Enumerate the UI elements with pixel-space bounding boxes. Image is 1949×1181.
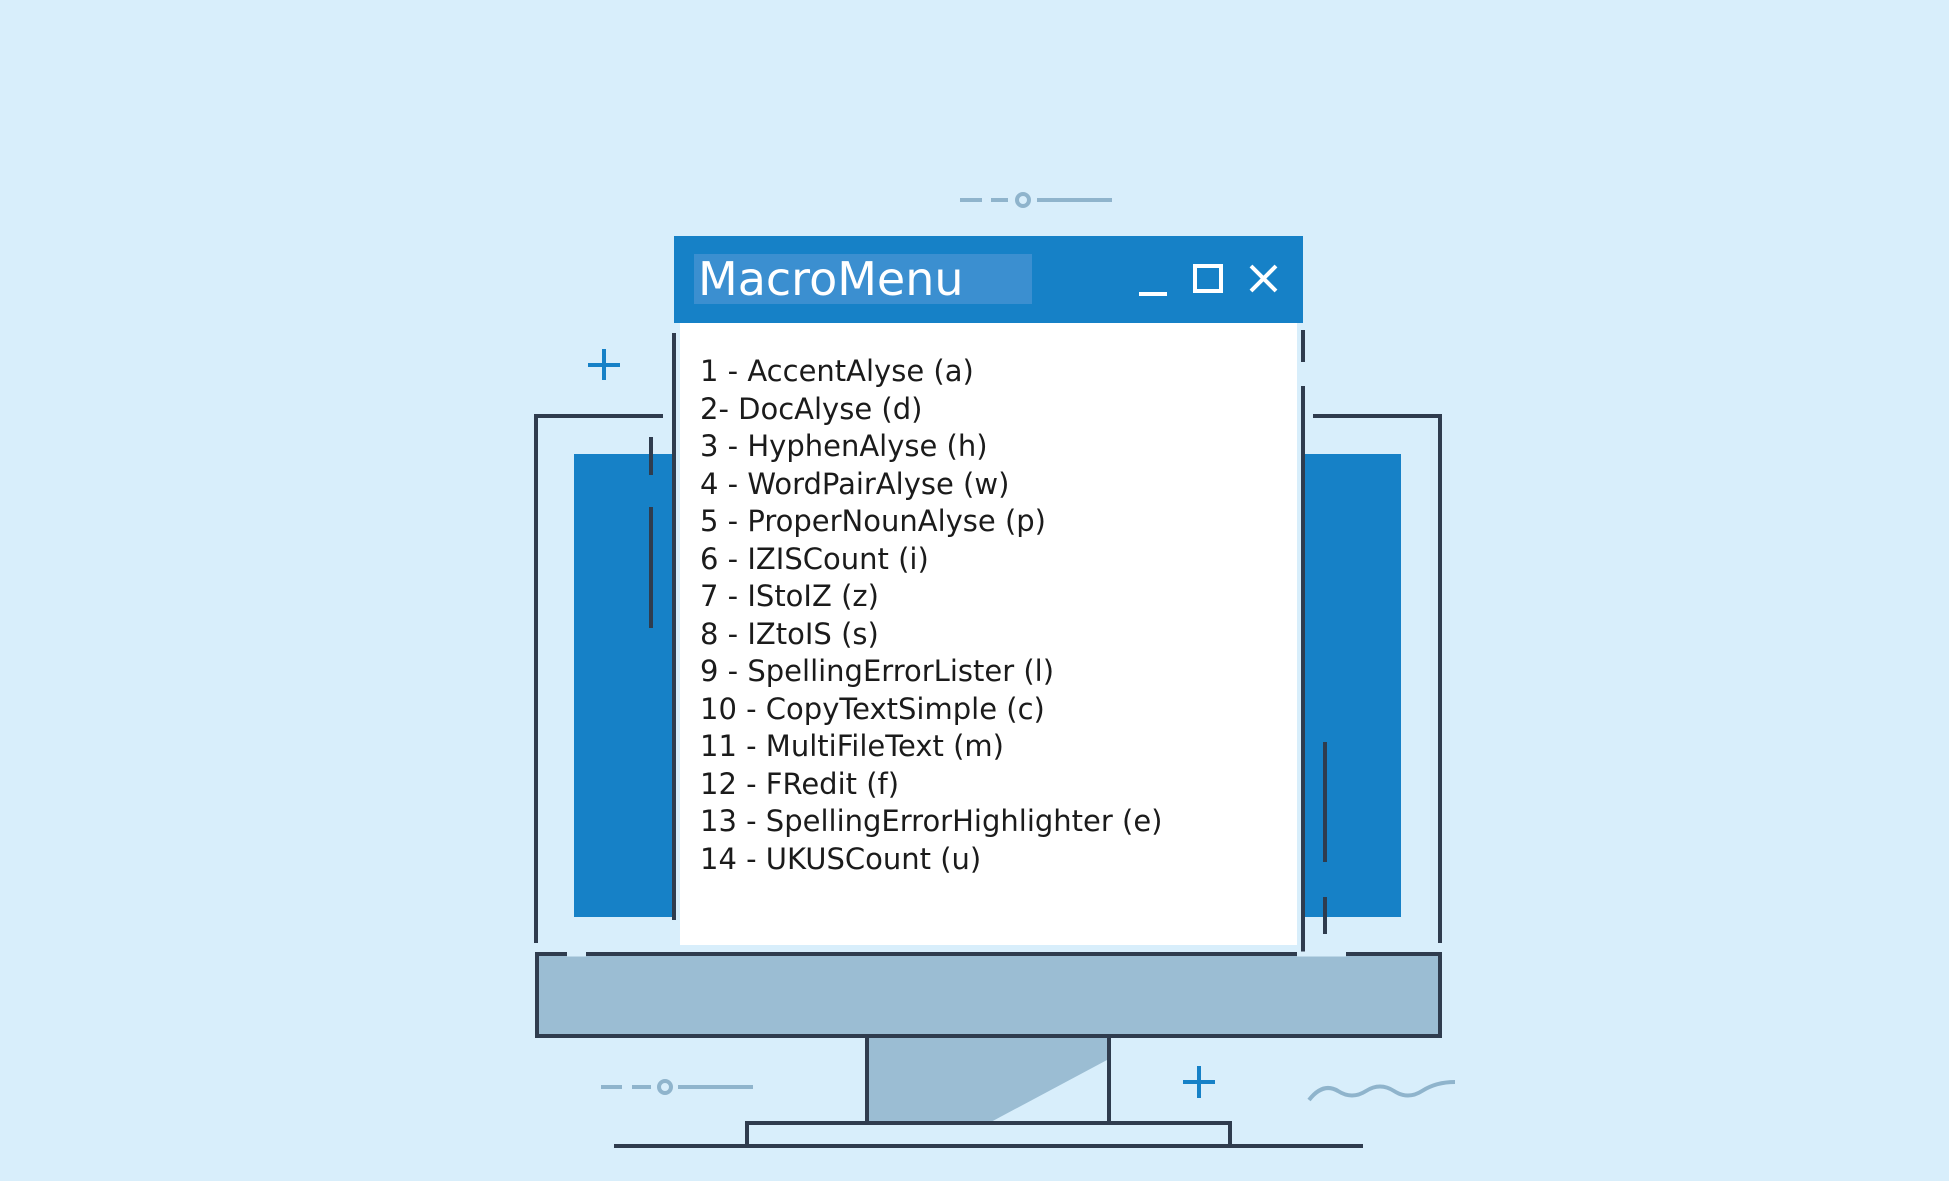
menu-item[interactable]: 1 - AccentAlyse (a) — [700, 354, 974, 388]
minimize-button[interactable] — [1131, 256, 1179, 304]
minimize-icon — [1139, 292, 1167, 296]
close-button[interactable] — [1242, 256, 1290, 304]
macro-list: 1 - AccentAlyse (a) 2- DocAlyse (d) 3 - … — [700, 353, 1163, 878]
menu-item[interactable]: 5 - ProperNounAlyse (p) — [700, 504, 1046, 538]
menu-item[interactable]: 7 - IStoIZ (z) — [700, 579, 879, 613]
close-icon — [1249, 264, 1278, 293]
dashed-line-icon — [960, 192, 1112, 208]
maximize-button[interactable] — [1186, 256, 1234, 304]
menu-item[interactable]: 6 - IZISCount (i) — [700, 541, 929, 576]
plus-icon — [1183, 1066, 1215, 1098]
monitor-chin — [535, 952, 1442, 1038]
monitor-icon — [534, 330, 1442, 952]
menu-item[interactable]: 3 - HyphenAlyse (h) — [700, 429, 988, 463]
menu-item[interactable]: 13 - SpellingErrorHighlighter (e) — [700, 804, 1163, 838]
menu-item[interactable]: 10 - CopyTextSimple (c) — [700, 691, 1045, 726]
menu-item[interactable]: 14 - UKUSCount (u) — [700, 841, 982, 876]
title-bar[interactable]: MacroMenu — [674, 236, 1303, 323]
plus-icon — [588, 349, 620, 380]
menu-item[interactable]: 11 - MultiFileText (m) — [700, 729, 1004, 763]
menu-panel: 1 - AccentAlyse (a) 2- DocAlyse (d) 3 - … — [680, 323, 1297, 945]
maximize-icon — [1193, 264, 1223, 293]
menu-item[interactable]: 12 - FRedit (f) — [700, 766, 900, 801]
wave-icon — [1307, 1080, 1456, 1102]
monitor-screen-right — [1301, 454, 1401, 917]
menu-item[interactable]: 4 - WordPairAlyse (w) — [700, 466, 1010, 501]
menu-item[interactable]: 9 - SpellingErrorLister (l) — [700, 654, 1055, 688]
window-title: MacroMenu — [694, 254, 1032, 304]
dashed-line-icon — [601, 1079, 753, 1095]
monitor-screen-left — [574, 454, 674, 917]
menu-item[interactable]: 8 - IZtoIS (s) — [700, 616, 879, 651]
menu-item[interactable]: 2- DocAlyse (d) — [700, 391, 923, 426]
